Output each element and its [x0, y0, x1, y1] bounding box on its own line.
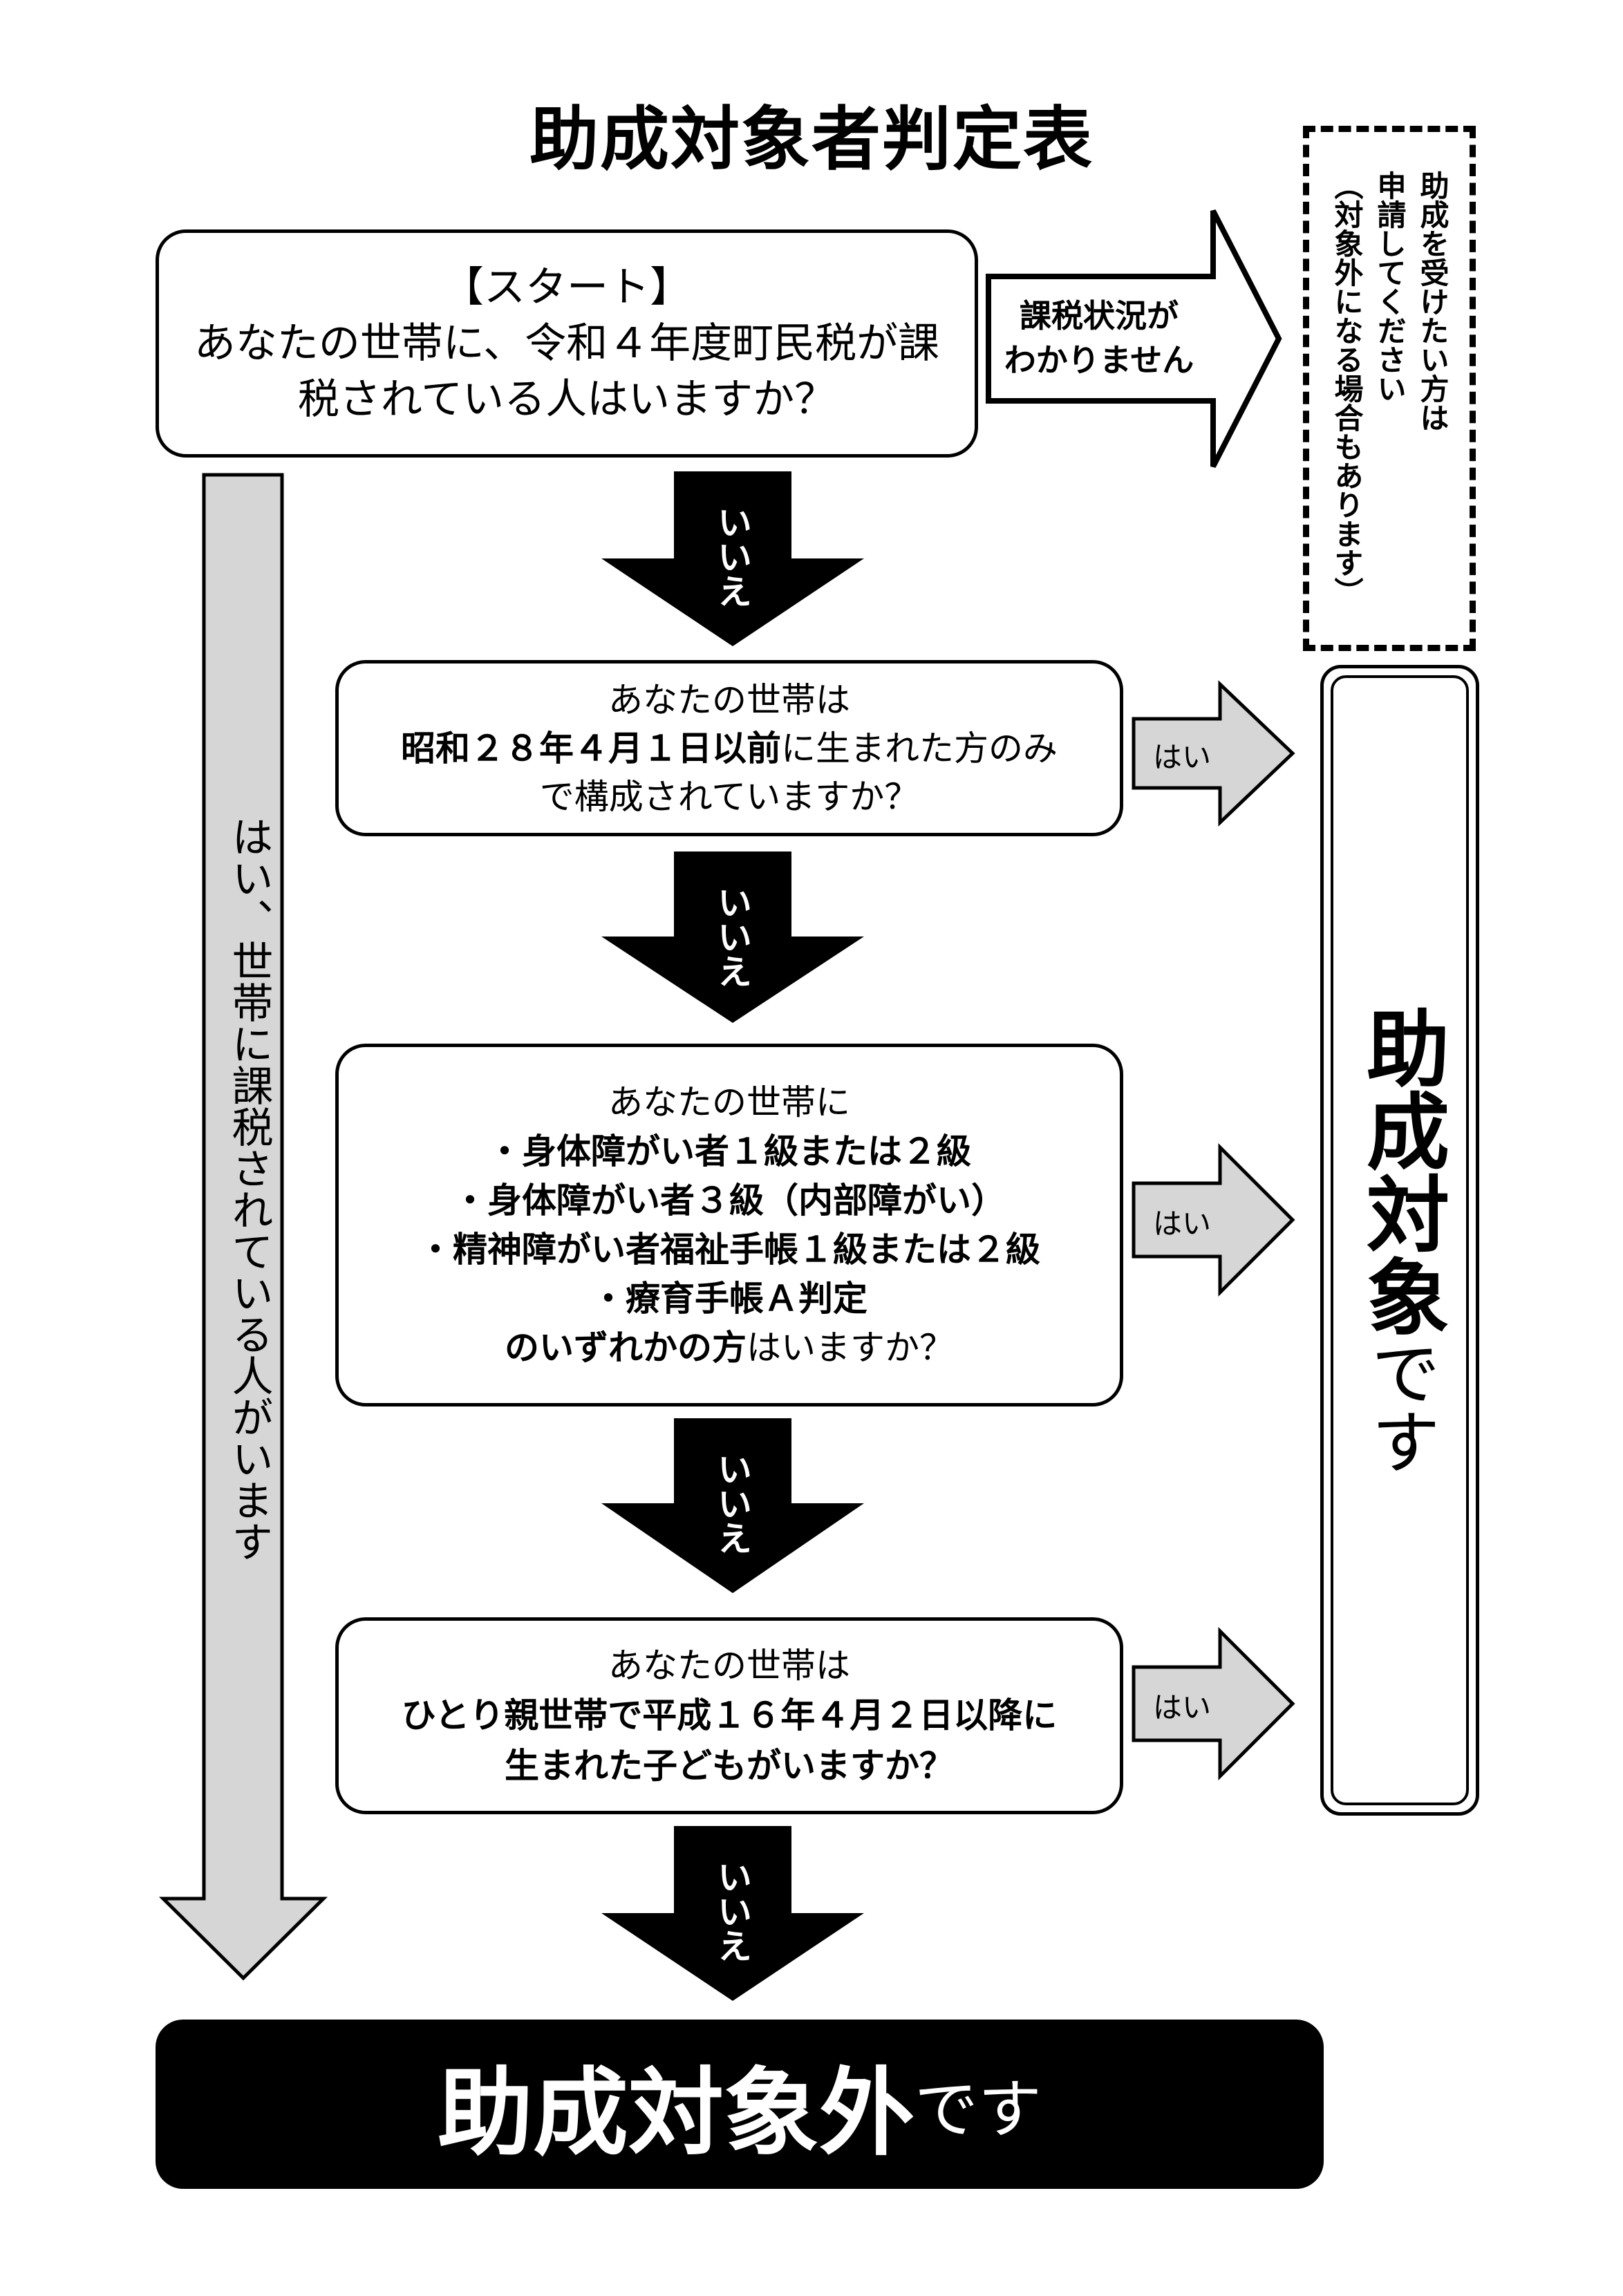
no-label-4: いいえ: [712, 1859, 752, 1963]
yes-arrow-2-shape: [1132, 1142, 1295, 1297]
q2-last-rest: はいますか？: [747, 1327, 954, 1368]
yes-arrow-1-shape: [1132, 680, 1295, 827]
yes-label-3: はい: [1152, 1691, 1211, 1724]
question-1-box: あなたの世帯は 昭和２８年４月１日以前に生まれた方のみ で構成されていますか？: [335, 660, 1123, 836]
yes-label-2: はい: [1152, 1207, 1211, 1241]
page-title: 助成対象者判定表: [529, 99, 1094, 180]
left-arrow-label: はい、世帯に課税されている人がいます: [225, 816, 273, 1562]
result-big: 助成対象外: [437, 2057, 914, 2169]
yes-arrow-3-shape: [1132, 1626, 1295, 1781]
apply-note-text: 助成を受けたい方は 申請してください （対象外になる場合もあります）: [1325, 171, 1454, 606]
start-question-line1: あなたの世帯に、令和４年度町民税が課: [194, 319, 940, 368]
q2-line1: あなたの世帯に: [608, 1082, 850, 1122]
unknown-arrow-label: 課税状況が わかりません: [995, 294, 1203, 382]
q2-item-2: ・身体障がい者３級（内部障がい）: [453, 1180, 1006, 1221]
left-yes-arrow-shape: [158, 473, 328, 1981]
question-2-box: あなたの世帯に ・身体障がい者１級または２級 ・身体障がい者３級（内部障がい） …: [335, 1044, 1123, 1406]
q1-line1: あなたの世帯は: [608, 679, 850, 720]
no-arrow-1-shape: [601, 471, 864, 646]
q1-line2-rest: に生まれた方のみ: [781, 728, 1058, 769]
no-label-3: いいえ: [712, 1451, 752, 1555]
q2-item-1: ・身体障がい者１級または２級: [487, 1131, 971, 1171]
no-label-1: いいえ: [712, 505, 752, 608]
q3-line1: あなたの世帯は: [608, 1645, 850, 1686]
unknown-arrow-line2: わかりません: [1004, 341, 1194, 379]
q1-line3: で構成されていますか？: [539, 776, 919, 817]
target-inner-border: [1331, 675, 1469, 1805]
q2-last-bold: のいずれかの方: [505, 1327, 747, 1368]
no-arrow-4-shape: [601, 1826, 864, 2001]
result-small: です: [914, 2073, 1042, 2147]
q3-line3: 生まれた子どもがいますか？: [505, 1745, 954, 1786]
unknown-arrow-line1: 課税状況が: [1020, 297, 1179, 335]
start-label: 【スタート】: [442, 263, 691, 312]
no-arrow-2-shape: [601, 851, 864, 1023]
no-arrow-3-shape: [601, 1418, 864, 1593]
start-question-line2: 税されている人はいますか？: [297, 375, 836, 424]
q1-date-bold: 昭和２８年４月１日以前: [401, 728, 781, 769]
yes-label-1: はい: [1152, 740, 1211, 774]
target-small: です: [1360, 1337, 1441, 1476]
start-box: 【スタート】 あなたの世帯に、令和４年度町民税が課 税されている人はいますか？: [156, 229, 978, 458]
no-label-2: いいえ: [712, 885, 752, 988]
target-big: 助成対象: [1352, 1005, 1448, 1337]
apply-note-box: 助成を受けたい方は 申請してください （対象外になる場合もあります）: [1303, 126, 1476, 651]
q2-last-line: のいずれかの方はいますか？: [505, 1324, 954, 1373]
q1-line2: 昭和２８年４月１日以前に生まれた方のみ: [401, 724, 1058, 773]
unknown-arrow-shape: [986, 209, 1282, 468]
question-3-box: あなたの世帯は ひとり親世帯で平成１６年４月２日以降に 生まれた子どもがいますか…: [335, 1617, 1123, 1814]
target-text: 助成対象です: [1352, 1006, 1448, 1476]
q3-line2: ひとり親世帯で平成１６年４月２日以降に: [401, 1695, 1058, 1736]
apply-note-line2: 申請してください: [1373, 171, 1407, 403]
target-box: 助成対象です: [1320, 665, 1479, 1816]
q2-item-4: ・療育手帳Ａ判定: [591, 1278, 867, 1319]
apply-note-line1: 助成を受けたい方は: [1416, 171, 1450, 432]
q2-item-3: ・精神障がい者福祉手帳１級または２級: [418, 1229, 1040, 1270]
apply-note-line3: （対象外になる場合もあります）: [1330, 171, 1364, 606]
result-box: 助成対象外です: [156, 2020, 1324, 2189]
